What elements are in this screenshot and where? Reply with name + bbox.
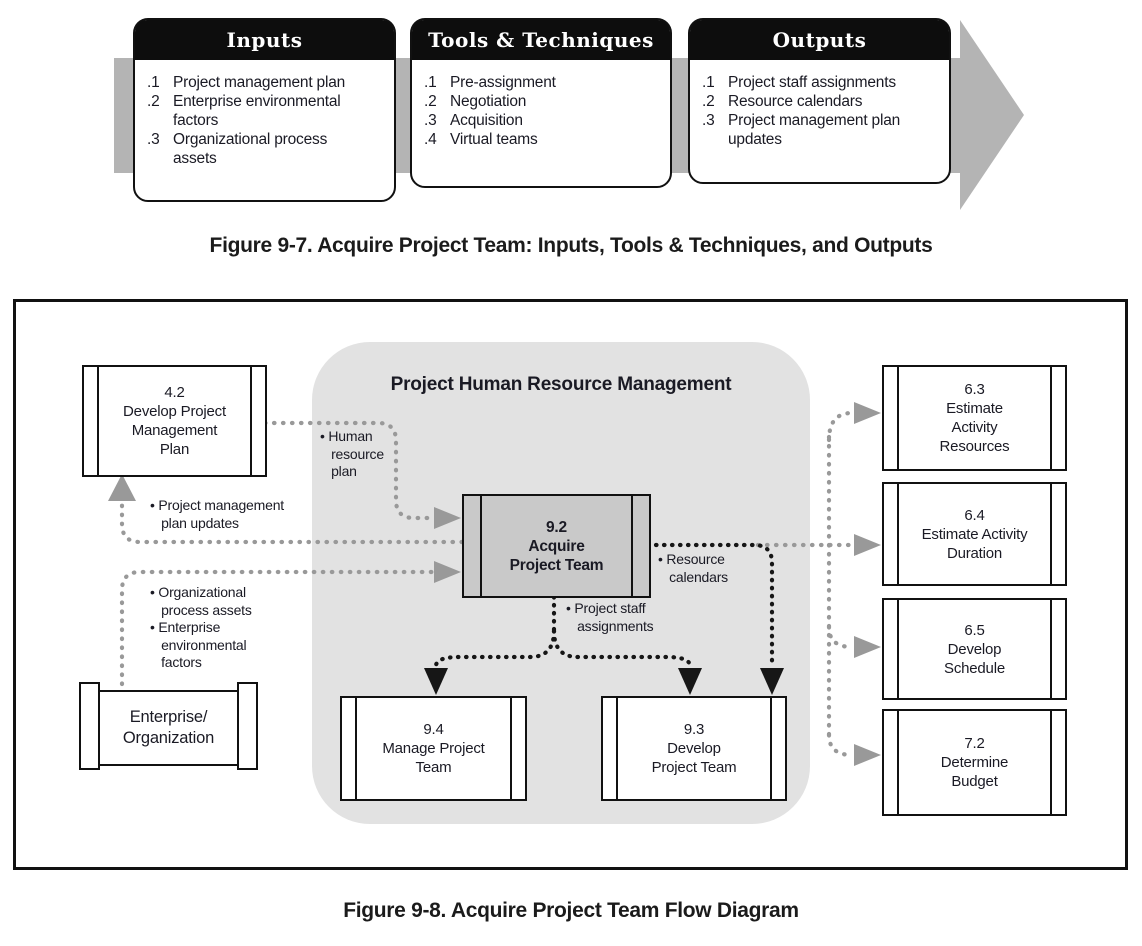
item-number: .2	[147, 93, 160, 110]
itto-inputs-header: Inputs	[135, 20, 394, 60]
node-6-4-estimate-activity-duration: 6.4 Estimate Activity Duration	[882, 482, 1067, 586]
item-number: .3	[424, 112, 437, 129]
label-resource-calendars: • Resource calendars	[658, 551, 728, 585]
itto-tools-list: .1 Pre-assignment .2 Negotiation .3 Acquisi…	[412, 60, 670, 149]
node-6-4-label: 6.4 Estimate Activity Duration	[921, 506, 1028, 562]
node-side-bar	[510, 698, 512, 799]
itto-tools-header: Tools & Techniques	[412, 20, 670, 60]
list-item: .1 Pre-assignment	[424, 73, 646, 92]
itto-inputs-title: Inputs	[226, 28, 303, 52]
node-6-5-develop-schedule: 6.5 Develop Schedule	[882, 598, 1067, 700]
itto-inputs-box: Inputs .1 Project management plan .2 Enter…	[133, 18, 396, 202]
node-side-bar	[897, 600, 899, 698]
item-text: Enterprise environmental factors	[173, 93, 341, 129]
node-6-5-label: 6.5 Develop Schedule	[944, 621, 1005, 677]
item-number: .3	[147, 131, 160, 148]
list-item: .3 Organizational process assets	[147, 130, 370, 168]
list-item: .3 Project management plan updates	[702, 111, 925, 149]
node-enterprise-label: Enterprise/ Organization	[122, 708, 215, 747]
node-side-bar	[897, 484, 899, 584]
node-6-3-estimate-activity-resources: 6.3 Estimate Activity Resources	[882, 365, 1067, 471]
node-4-2-develop-pm-plan: 4.2 Develop Project Management Plan	[82, 365, 267, 477]
label-human-resource-plan: • Human resource plan	[320, 428, 384, 479]
figure-9-7-caption: Figure 9-7. Acquire Project Team: Inputs…	[209, 234, 933, 257]
itto-outputs-list: .1 Project staff assignments .2 Resource c…	[690, 60, 949, 149]
item-text: Organizational process assets	[173, 131, 328, 167]
item-text: Pre-assignment	[450, 74, 556, 91]
node-7-2-label: 7.2 Determine Budget	[940, 735, 1009, 790]
label-pm-plan-updates: • Project management plan updates	[150, 497, 284, 531]
node-side-bar	[480, 496, 482, 596]
list-item: .2 Negotiation	[424, 92, 646, 111]
item-text: Project management plan	[173, 74, 346, 91]
item-number: .1	[702, 74, 715, 91]
node-9-3-develop-project-team: 9.3 Develop Project Team	[601, 696, 787, 801]
itto-outputs-title: Outputs	[772, 28, 867, 52]
itto-outputs-box: Outputs .1 Project staff assignments .2 Re…	[688, 18, 951, 184]
node-side-bar	[97, 367, 99, 475]
item-text: Project management plan updates	[728, 112, 901, 148]
item-text: Project staff assignments	[728, 74, 896, 91]
node-9-4-label: 9.4 Manage Project Team	[382, 721, 485, 776]
itto-inputs-list: .1 Project management plan .2 Enterprise e…	[135, 60, 394, 168]
item-text: Virtual teams	[450, 131, 538, 148]
item-text: Resource calendars	[728, 93, 863, 110]
label-staff-assignments: • Project staff assignments	[566, 600, 654, 634]
node-side-bar	[616, 698, 618, 799]
item-text: Negotiation	[450, 93, 527, 110]
node-9-4-manage-project-team: 9.4 Manage Project Team	[340, 696, 527, 801]
node-side-bar	[897, 367, 899, 469]
node-9-2-acquire-project-team: 9.2 Acquire Project Team	[462, 494, 651, 598]
item-number: .4	[424, 131, 437, 148]
node-side-bar	[250, 367, 252, 475]
list-item: .2 Enterprise environmental factors	[147, 92, 370, 130]
node-6-3-label: 6.3 Estimate Activity Resources	[939, 381, 1010, 455]
itto-outputs-header: Outputs	[690, 20, 949, 60]
hr-management-region-title: Project Human Resource Management	[390, 374, 732, 395]
entity-end-bar	[237, 682, 258, 770]
itto-tools-box: Tools & Techniques .1 Pre-assignment .2 Ne…	[410, 18, 672, 188]
list-item: .4 Virtual teams	[424, 130, 646, 149]
node-9-3-label: 9.3 Develop Project Team	[651, 721, 737, 776]
item-text: Acquisition	[450, 112, 523, 129]
node-4-2-label: 4.2 Develop Project Management Plan	[123, 384, 226, 458]
item-number: .2	[424, 93, 437, 110]
itto-tools-title: Tools & Techniques	[428, 28, 654, 52]
node-side-bar	[897, 711, 899, 814]
node-side-bar	[355, 698, 357, 799]
entity-end-bar	[79, 682, 100, 770]
node-side-bar	[1050, 711, 1052, 814]
node-side-bar	[631, 496, 633, 596]
list-item: .1 Project management plan	[147, 73, 370, 92]
list-item: .1 Project staff assignments	[702, 73, 925, 92]
node-enterprise-organization: Enterprise/ Organization	[88, 690, 249, 766]
node-side-bar	[770, 698, 772, 799]
node-side-bar	[1050, 484, 1052, 584]
item-number: .1	[147, 74, 160, 91]
label-opa-eef: • Organizational process assets • Enterp…	[150, 584, 252, 670]
itto-arrow-head-icon	[960, 20, 1024, 210]
node-9-2-label: 9.2 Acquire Project Team	[509, 518, 604, 574]
flow-diagram-frame	[13, 299, 1128, 870]
node-side-bar	[1050, 600, 1052, 698]
item-number: .3	[702, 112, 715, 129]
list-item: .2 Resource calendars	[702, 92, 925, 111]
item-number: .1	[424, 74, 437, 91]
item-number: .2	[702, 93, 715, 110]
node-side-bar	[1050, 367, 1052, 469]
figure-9-8-caption: Figure 9-8. Acquire Project Team Flow Di…	[343, 899, 799, 922]
node-7-2-determine-budget: 7.2 Determine Budget	[882, 709, 1067, 816]
list-item: .3 Acquisition	[424, 111, 646, 130]
